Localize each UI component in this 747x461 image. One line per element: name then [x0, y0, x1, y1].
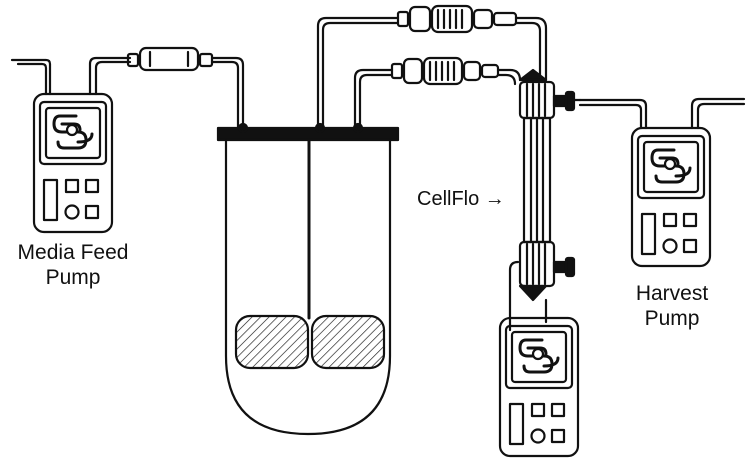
pump-button: [682, 212, 698, 228]
pump-button: [550, 428, 566, 444]
recirculation-tubing: [316, 16, 548, 332]
pump-head: [504, 324, 574, 390]
recirculation-pump: [498, 316, 580, 458]
harvest-pump-label: Harvest Pump: [620, 281, 724, 331]
harvest-tubing: [578, 97, 746, 130]
inline-filter-icon: [390, 56, 500, 86]
media-feed-pump-label: Media Feed Pump: [6, 240, 140, 290]
pump-button: [530, 402, 546, 418]
label-line: Pump: [644, 307, 700, 330]
pump-button: [550, 402, 566, 418]
pump-button: [64, 178, 80, 194]
pump-button: [84, 178, 100, 194]
pump-button: [682, 238, 698, 254]
pump-knob: [530, 428, 546, 444]
pump-knob: [662, 238, 678, 254]
pump-display: [508, 402, 525, 446]
pump-body: [32, 92, 114, 234]
inline-filter-icon: [126, 46, 214, 72]
label-line: Pump: [45, 266, 101, 289]
harvest-pump: [630, 126, 712, 268]
pump-head: [636, 134, 706, 200]
label-line: Media Feed: [17, 241, 129, 264]
pump-rotor-icon: [52, 114, 94, 150]
pump-button: [662, 212, 678, 228]
pump-body: [498, 316, 580, 458]
media-feed-pump: [32, 92, 114, 234]
pump-rotor-icon: [650, 148, 692, 184]
pump-display: [42, 178, 59, 222]
cellflo-label: CellFlo →: [417, 188, 505, 210]
pump-rotor-icon: [518, 338, 560, 374]
impeller-blade-left: [234, 314, 310, 370]
pump-button: [84, 204, 100, 220]
pump-body: [630, 126, 712, 268]
pump-head: [38, 100, 108, 166]
pump-display: [640, 212, 657, 256]
inline-filter-icon: [396, 4, 518, 34]
pump-knob: [64, 204, 80, 220]
impeller-blade-right: [310, 314, 386, 370]
cellflo-module: [518, 68, 582, 302]
label-line: Harvest: [635, 282, 709, 305]
bioreactor-vessel: [216, 122, 400, 436]
media-feed-tubing: [10, 56, 245, 130]
